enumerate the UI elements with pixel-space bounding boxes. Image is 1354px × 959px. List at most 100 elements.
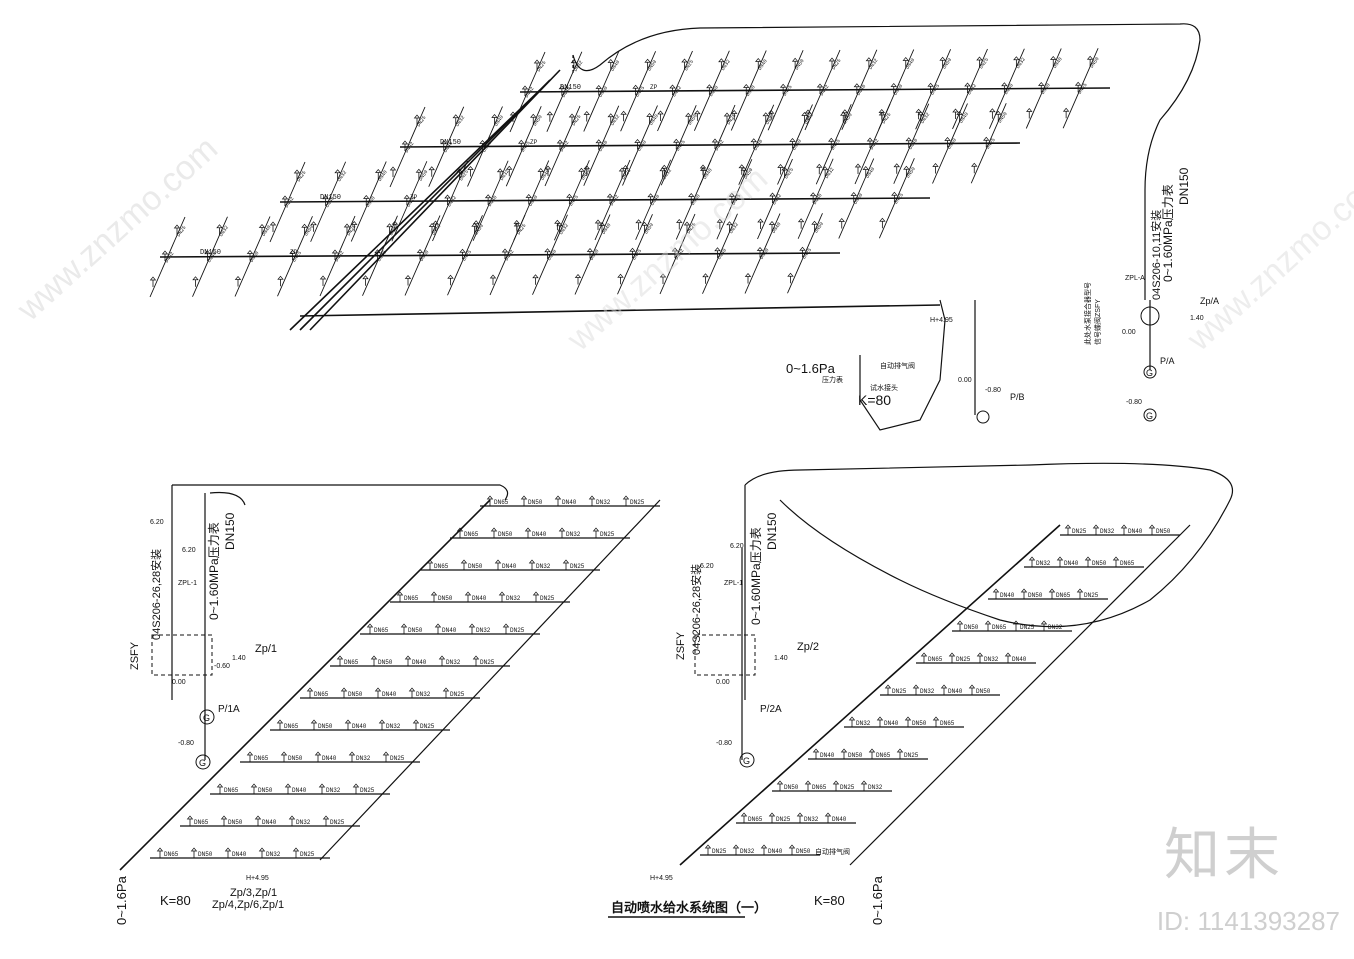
right-elev-080: -0.80 [716, 740, 732, 747]
sprinkler-head-tip [525, 193, 532, 198]
sprinkler-head-tip [220, 815, 228, 820]
top-branch-pipe [489, 214, 526, 296]
top-pump-symbol [1140, 306, 1160, 326]
right-main-loop [741, 462, 1234, 760]
sprinkler-head-tip [415, 168, 423, 173]
top-pa-gauge-g [1143, 365, 1157, 379]
sprinkler-head-tip [528, 559, 536, 564]
left-pressure: 0~1.6Pa [114, 875, 129, 925]
left-elev-h: H+4.95 [246, 875, 269, 882]
left-branch-size-label: DN50 [528, 499, 543, 506]
sprinkler-head-tip [532, 591, 540, 596]
sprinkler-head-tip [190, 847, 198, 852]
left-elev-080: -0.80 [178, 740, 194, 747]
top-main-line [399, 142, 1021, 148]
sprinkler-head-tip [688, 192, 695, 197]
sprinkler-head-tip [292, 847, 300, 852]
left-branch-size-label: DN50 [498, 531, 513, 538]
sprinkler-head-tip [234, 275, 242, 280]
sprinkler-head-tip [595, 139, 602, 144]
sprinkler-head-tip [284, 783, 292, 788]
top-branch-size-label: DN32 [824, 167, 836, 180]
top-pb-label: P/B [1010, 392, 1025, 402]
sprinkler-head-tip [685, 112, 692, 117]
left-branch-size-label: DN32 [326, 787, 341, 794]
sprinkler-head-tip [562, 559, 570, 564]
right-branch-size-label: DN25 [1072, 528, 1087, 535]
sprinkler-head-tip [768, 812, 776, 817]
top-branch-size-label: DN50 [687, 113, 699, 126]
top-branch-pipe [594, 159, 631, 241]
sprinkler-head-tip [401, 140, 409, 145]
left-branch-size-label: DN32 [296, 819, 311, 826]
sprinkler-head-tip [884, 684, 892, 689]
sprinkler-head-tip [1148, 524, 1156, 529]
top-branch-pipe [622, 105, 658, 186]
top-branch-size-label: DN25 [801, 247, 813, 260]
top-branch-size-label: DN50 [946, 137, 958, 150]
sprinkler-head-tip [378, 719, 386, 724]
top-branch-size-label: DN32 [454, 115, 466, 128]
right-std3: DN150 [765, 512, 779, 550]
top-branch-size-label: DN25 [726, 113, 738, 126]
sprinkler-head-tip [791, 57, 799, 62]
sprinkler-head-tip [520, 495, 528, 500]
top-branch-size-label: DN32 [404, 141, 416, 154]
sprinkler-head-tip [681, 58, 688, 63]
sprinkler-head-tip [647, 193, 654, 198]
left-branch-size-label: DN50 [408, 627, 423, 634]
top-branch-pipe [838, 158, 875, 239]
top-g2-label: G [1146, 411, 1153, 421]
sprinkler-head-tip [629, 247, 636, 252]
sprinkler-head-tip [1040, 620, 1048, 625]
top-branch-size-label: DN40 [561, 86, 573, 99]
left-elev-620a: 6.20 [150, 519, 164, 526]
top-branch-size-label: DN40 [648, 113, 660, 126]
top-branch-size-label: DN50 [941, 57, 953, 70]
top-branch-pipe [404, 215, 441, 296]
sprinkler-head-tip [413, 114, 421, 119]
sprinkler-head-tip [896, 748, 904, 753]
left-branch-size-label: DN40 [262, 819, 277, 826]
top-branch-pipe [617, 214, 653, 295]
top-branch-size-label: DN25 [416, 115, 428, 128]
left-branch-size-label: DN25 [300, 851, 315, 858]
sprinkler-head-tip [586, 247, 594, 252]
top-branch-size-label: DN40 [324, 196, 336, 209]
sprinkler-head-tip [310, 221, 317, 226]
top-branch-size-label: DN50 [419, 249, 431, 262]
sprinkler-head-tip [860, 780, 868, 785]
sprinkler-head-tip [841, 109, 849, 114]
left-branch-size-label: DN40 [232, 851, 247, 858]
right-branch-size-label: DN32 [920, 688, 935, 695]
top-branch-pipe [269, 161, 306, 243]
top-branch-size-label: DN40 [376, 250, 388, 263]
top-branch-size-label: DN40 [812, 193, 824, 206]
sprinkler-head-tip [788, 844, 796, 849]
top-branch-size-label: DN25 [686, 222, 698, 235]
sprinkler-head-tip [452, 114, 459, 119]
sprinkler-head-tip [276, 719, 284, 724]
sprinkler-head-tip [683, 221, 691, 226]
top-branch-size-label: DN25 [675, 139, 687, 152]
left-branch-size-label: DN32 [416, 691, 431, 698]
sprinkler-head-tip [976, 56, 983, 61]
sprinkler-head-tip [336, 655, 344, 660]
top-branch-size-label: DN40 [206, 251, 218, 264]
sprinkler-head-tip [479, 139, 486, 144]
sprinkler-head-tip [618, 167, 626, 172]
left-branch-size-label: DN65 [374, 627, 389, 634]
top-branch-size-label: DN50 [905, 166, 917, 179]
sprinkler-head-tip [1084, 556, 1092, 561]
sprinkler-head-tip [472, 220, 480, 225]
top-branch-size-label: DN25 [406, 195, 418, 208]
right-elev-000: 0.00 [716, 679, 730, 686]
right-branch-size-label: DN32 [856, 720, 871, 727]
sprinkler-head-tip [490, 527, 498, 532]
sprinkler-head-tip [1056, 556, 1064, 561]
right-g-gauge [739, 752, 755, 768]
sprinkler-head-tip [711, 138, 719, 143]
top-pressure-note: 压力表 [822, 375, 843, 384]
sprinkler-head-tip [374, 687, 382, 692]
